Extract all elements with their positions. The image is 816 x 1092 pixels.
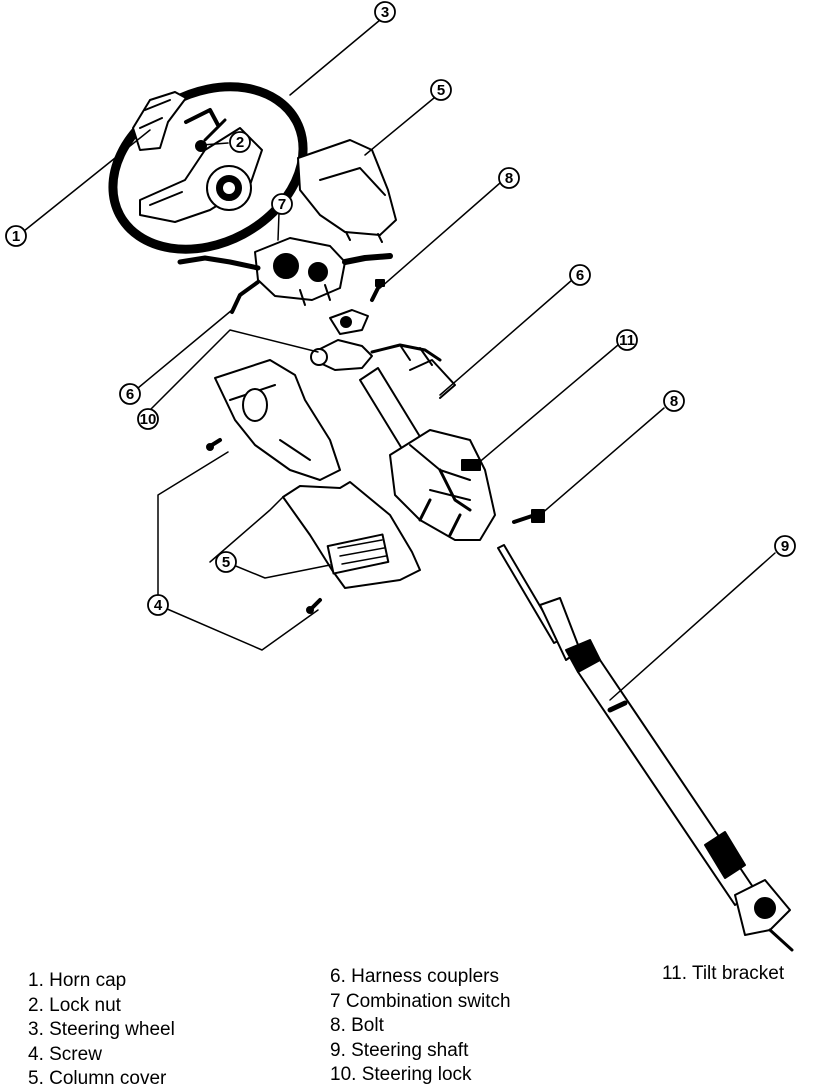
svg-text:7: 7 (278, 196, 286, 213)
legend-column-1: 1. Horn cap 2. Lock nut 3. Steering whee… (28, 969, 175, 1092)
svg-text:5: 5 (222, 554, 230, 571)
svg-text:10: 10 (140, 411, 157, 428)
legend-item-horn-cap: 1. Horn cap (28, 970, 127, 991)
callout-3: 3 (374, 1, 396, 23)
column-cover-upper (297, 139, 397, 243)
leader-8b (539, 407, 665, 516)
svg-text:2: 2 (236, 134, 244, 151)
tilt-bracket (389, 429, 496, 541)
bolt-upper (370, 279, 385, 302)
leader-7 (277, 212, 280, 241)
svg-text:3: 3 (381, 4, 389, 21)
callout-6-lower: 6 (119, 383, 141, 405)
steering-lock (310, 309, 442, 371)
callout-11: 11 (616, 329, 638, 351)
callout-8-lower: 8 (663, 390, 685, 412)
leader-5a (209, 496, 284, 563)
bolt-lower (512, 509, 545, 524)
leader-6 (439, 279, 573, 396)
svg-text:11: 11 (619, 332, 635, 349)
svg-text:9: 9 (781, 538, 789, 555)
leader-11 (469, 344, 619, 471)
svg-text:1: 1 (12, 228, 20, 245)
svg-text:8: 8 (670, 393, 678, 410)
legend-item-column-cover: 5. Column cover (28, 1068, 167, 1089)
legend-item-bolt: 8. Bolt (330, 1015, 384, 1036)
callouts: 1 2 3 4 5 5 6 6 7 8 8 9 10 11 (5, 1, 796, 616)
screw-upper (206, 438, 222, 451)
column-cover-lower (214, 359, 341, 481)
legend-item-harness-couplers: 6. Harness couplers (330, 966, 499, 987)
leader-5-upper (364, 97, 435, 156)
callout-8-upper: 8 (498, 167, 520, 189)
leader-4a (157, 451, 229, 606)
steering-column-exploded-diagram: 1 2 3 4 5 5 6 6 7 8 8 9 10 11 (5, 1, 796, 952)
leader-8a (379, 182, 501, 289)
callout-10: 10 (137, 408, 159, 430)
screw-lower (306, 598, 322, 614)
callout-4: 4 (147, 594, 169, 616)
callout-2: 2 (229, 131, 251, 153)
legend-item-steering-shaft: 9. Steering shaft (330, 1039, 469, 1061)
callout-5-lower: 5 (215, 551, 237, 573)
steering-shaft (497, 544, 794, 952)
legend-item-tilt-bracket: 11. Tilt bracket (662, 963, 785, 984)
leader-10 (147, 329, 319, 413)
horn-cap (132, 91, 187, 151)
legend-item-steering-lock: 10. Steering lock (330, 1064, 472, 1085)
legend-item-lock-nut: 2. Lock nut (28, 994, 121, 1016)
callout-6-upper: 6 (569, 264, 591, 286)
callout-9: 9 (774, 535, 796, 557)
legend-item-steering-wheel: 3. Steering wheel (28, 1019, 175, 1040)
legend-item-combination-switch: 7 Combination switch (330, 990, 511, 1012)
svg-text:6: 6 (126, 386, 134, 403)
column-cover-panel (282, 481, 421, 589)
leader-9 (609, 552, 776, 701)
callout-5-upper: 5 (430, 79, 452, 101)
legend-item-screw: 4. Screw (28, 1043, 102, 1065)
callout-1: 1 (5, 225, 27, 247)
callout-7: 7 (271, 193, 293, 215)
svg-text:6: 6 (576, 267, 584, 284)
svg-text:5: 5 (437, 82, 445, 99)
combination-switch (177, 237, 393, 314)
leader-2 (201, 142, 229, 146)
leader-1 (23, 129, 151, 232)
leader-lines (23, 19, 776, 701)
leader-3 (289, 19, 381, 96)
svg-text:4: 4 (154, 597, 163, 614)
legend-column-3: 11. Tilt bracket (662, 962, 784, 987)
leader-5b (225, 561, 331, 579)
leader-6b (137, 309, 233, 389)
leader-4b (157, 604, 319, 651)
svg-text:8: 8 (505, 170, 513, 187)
legend-column-2: 6. Harness couplers 7 Combination switch… (330, 965, 511, 1088)
